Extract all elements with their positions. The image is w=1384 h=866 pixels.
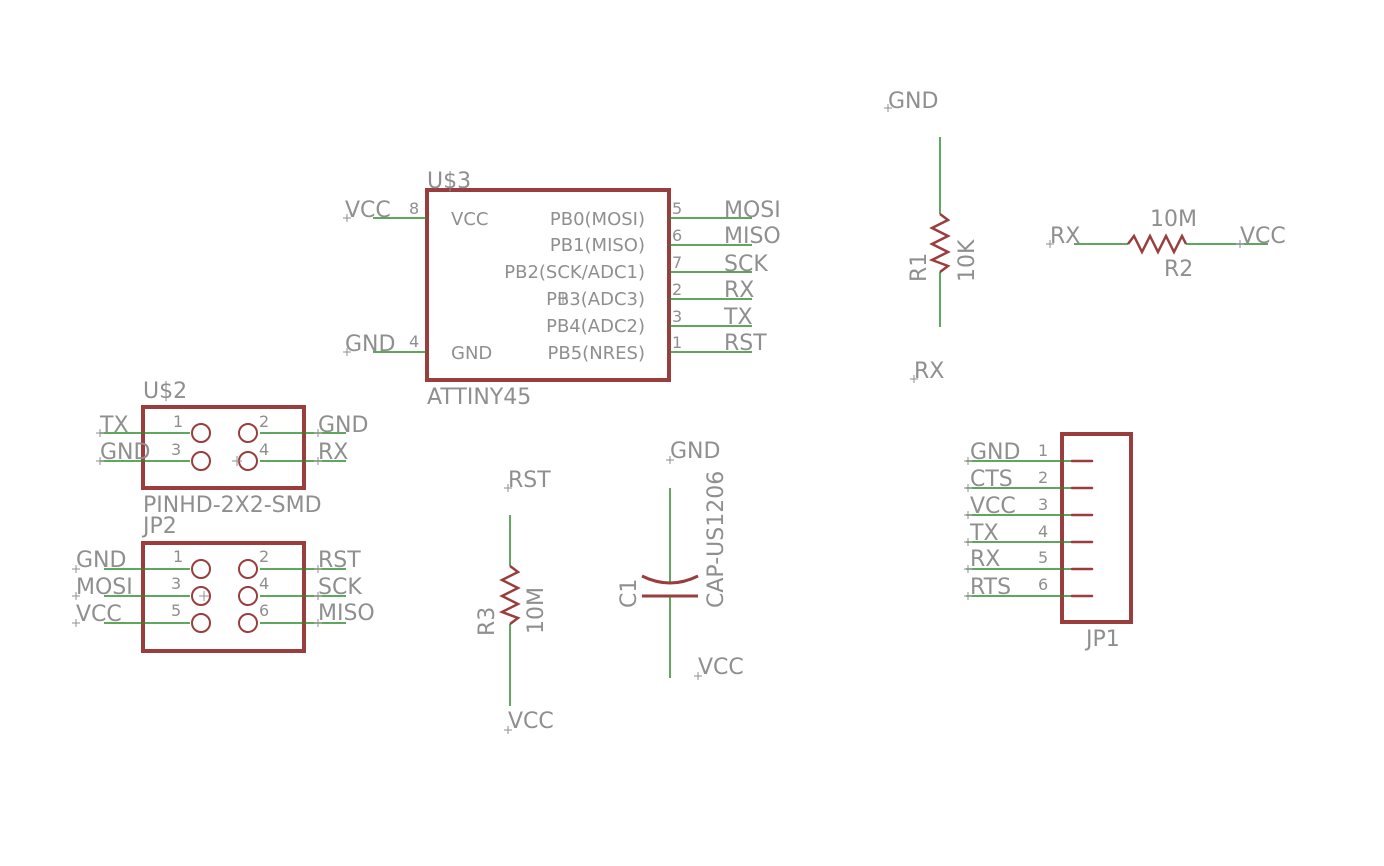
u3-pin-num: 2 [672, 280, 682, 299]
net-label-rx: RX [914, 359, 944, 384]
jp1-pin-num: 5 [1038, 548, 1048, 567]
net-label-mosi: MOSI [724, 198, 781, 223]
u2-header-2x2[interactable]: U$2 1 2 3 4 TX GND GND RX PINHD-2X2-SMD [96, 379, 368, 518]
jp2-pin-num: 6 [259, 601, 269, 620]
r2-value: 10M [1150, 207, 1197, 232]
r1-body [928, 213, 951, 273]
jp2-name: JP2 [141, 514, 177, 539]
c1-plate-curved [641, 574, 699, 585]
r3-resistor[interactable]: RST R3 10M VCC [475, 468, 554, 734]
jp1-pin-num: 3 [1038, 495, 1048, 514]
jp1-pin-num: 1 [1038, 441, 1048, 460]
u3-pin-label-gnd: GND [451, 343, 492, 364]
u3-pin-label-pb4: PB4(ADC2) [546, 316, 645, 337]
net-label-cts: CTS [970, 467, 1013, 492]
net-label-vcc: VCC [1240, 224, 1286, 249]
net-label-vcc: VCC [508, 709, 554, 734]
u3-attiny45[interactable]: U$3 ATTINY45 VCC GND 8 4 VCC GND PB0(MOS… [343, 169, 781, 410]
u2-pin-num: 4 [259, 440, 269, 459]
jp1-pin-num: 6 [1038, 575, 1048, 594]
u2-value: PINHD-2X2-SMD [143, 493, 322, 518]
net-label-vcc: VCC [698, 655, 744, 680]
r3-name: R3 [475, 607, 500, 636]
net-label-mosi: MOSI [76, 575, 133, 600]
r2-resistor[interactable]: RX 10M R2 VCC [1046, 207, 1286, 282]
u2-body [141, 405, 306, 490]
net-label-vcc: VCC [970, 494, 1016, 519]
jp1-pin-num: 2 [1038, 468, 1048, 487]
u2-pin-num: 3 [171, 440, 181, 459]
u3-pin-num: 4 [409, 332, 419, 351]
net-label-gnd: GND [318, 413, 368, 438]
u3-name: U$3 [427, 169, 471, 194]
net-label-rst: RST [508, 468, 551, 493]
net-label-rts: RTS [970, 575, 1011, 600]
u2-name: U$2 [143, 379, 187, 404]
u2-pin-num: 1 [173, 412, 183, 431]
u3-pin-num: 1 [672, 333, 682, 352]
net-label-vcc: VCC [345, 198, 391, 223]
u2-pin-num: 2 [259, 412, 269, 431]
c1-name: C1 [617, 579, 642, 608]
jp2-pin-num: 3 [171, 574, 181, 593]
net-label-gnd: GND [345, 332, 395, 357]
net-label-miso: MISO [724, 224, 781, 249]
net-label-tx: TX [99, 413, 129, 438]
u3-pin-label-pb2: PB2(SCK/ADC1) [504, 262, 645, 283]
origin-cross-icon [558, 293, 568, 303]
u3-pin-num: 8 [409, 199, 419, 218]
net-label-gnd: GND [970, 440, 1020, 465]
u3-body [425, 188, 671, 382]
jp2-pin-num: 5 [171, 601, 181, 620]
net-label-gnd: GND [888, 89, 938, 114]
net-label-rx: RX [970, 547, 1000, 572]
u3-pin-num: 5 [672, 199, 682, 218]
net-label-rst: RST [724, 331, 767, 356]
net-label-tx: TX [723, 305, 753, 330]
net-label-rx: RX [724, 278, 754, 303]
jp1-body [1060, 432, 1133, 624]
net-label-gnd: GND [100, 440, 150, 465]
u3-pin-num: 3 [672, 307, 682, 326]
u3-pin-num: 7 [672, 253, 682, 272]
net-label-gnd: GND [76, 548, 126, 573]
u3-pin-label-pb0: PB0(MOSI) [550, 209, 645, 230]
r2-name: R2 [1164, 257, 1193, 282]
jp1-pin-num: 4 [1038, 522, 1048, 541]
c1-capacitor[interactable]: GND C1 CAP-US1206 VCC [617, 439, 744, 680]
u3-pin-label-vcc: VCC [451, 209, 488, 230]
net-label-miso: MISO [318, 601, 375, 626]
jp2-isp-header[interactable]: JP2 1 2 3 4 5 6 GND MOSI VCC RST SCK MIS… [72, 514, 375, 653]
net-label-rst: RST [318, 548, 361, 573]
net-label-rx: RX [318, 440, 348, 465]
r1-resistor[interactable]: GND R1 10K RX [884, 89, 980, 384]
r1-name: R1 [907, 253, 932, 282]
u3-pin-label-pb1: PB1(MISO) [550, 235, 645, 256]
net-label-gnd: GND [670, 439, 720, 464]
jp1-name: JP1 [1084, 627, 1120, 652]
net-label-vcc: VCC [76, 602, 122, 627]
net-label-rx: RX [1050, 224, 1080, 249]
jp2-body [141, 541, 306, 653]
u3-pin-label-pb3: PB3(ADC3) [546, 289, 645, 310]
c1-value: CAP-US1206 [704, 471, 729, 608]
r2-body [1127, 233, 1188, 255]
net-label-tx: TX [969, 521, 999, 546]
jp1-ftdi-header[interactable]: JP1 GND CTS VCC TX RX RTS 1 2 3 4 5 6 [964, 432, 1133, 652]
net-label-sck: SCK [318, 575, 362, 600]
u3-pin-label-pb5: PB5(NRES) [548, 343, 645, 364]
jp2-pin-num: 1 [173, 547, 183, 566]
u3-value: ATTINY45 [427, 385, 531, 410]
jp2-pin-num: 4 [259, 574, 269, 593]
r3-body [498, 565, 521, 625]
jp2-pin-num: 2 [259, 547, 269, 566]
r1-value: 10K [955, 239, 980, 282]
u3-pin-num: 6 [672, 226, 682, 245]
r3-value: 10M [524, 587, 549, 634]
net-label-sck: SCK [724, 252, 768, 277]
